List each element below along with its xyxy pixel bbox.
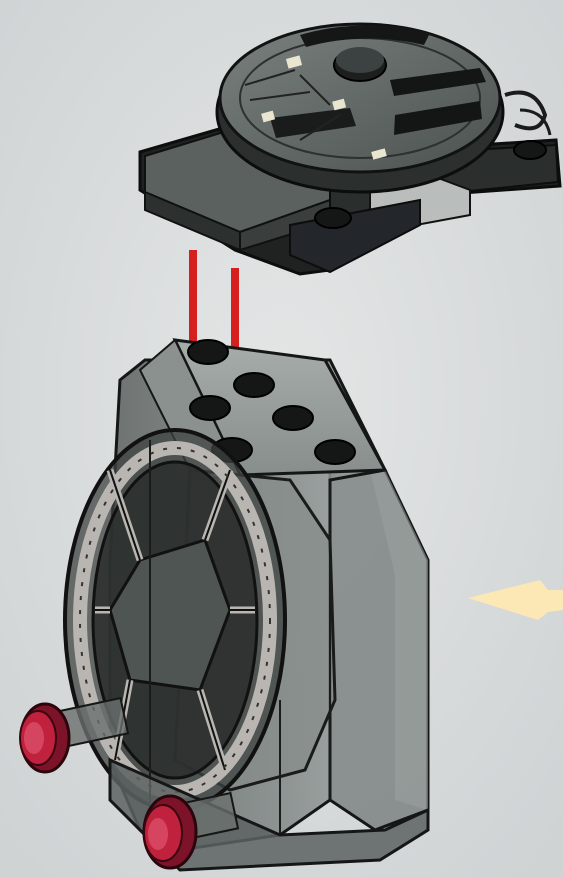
round-window	[65, 430, 285, 810]
